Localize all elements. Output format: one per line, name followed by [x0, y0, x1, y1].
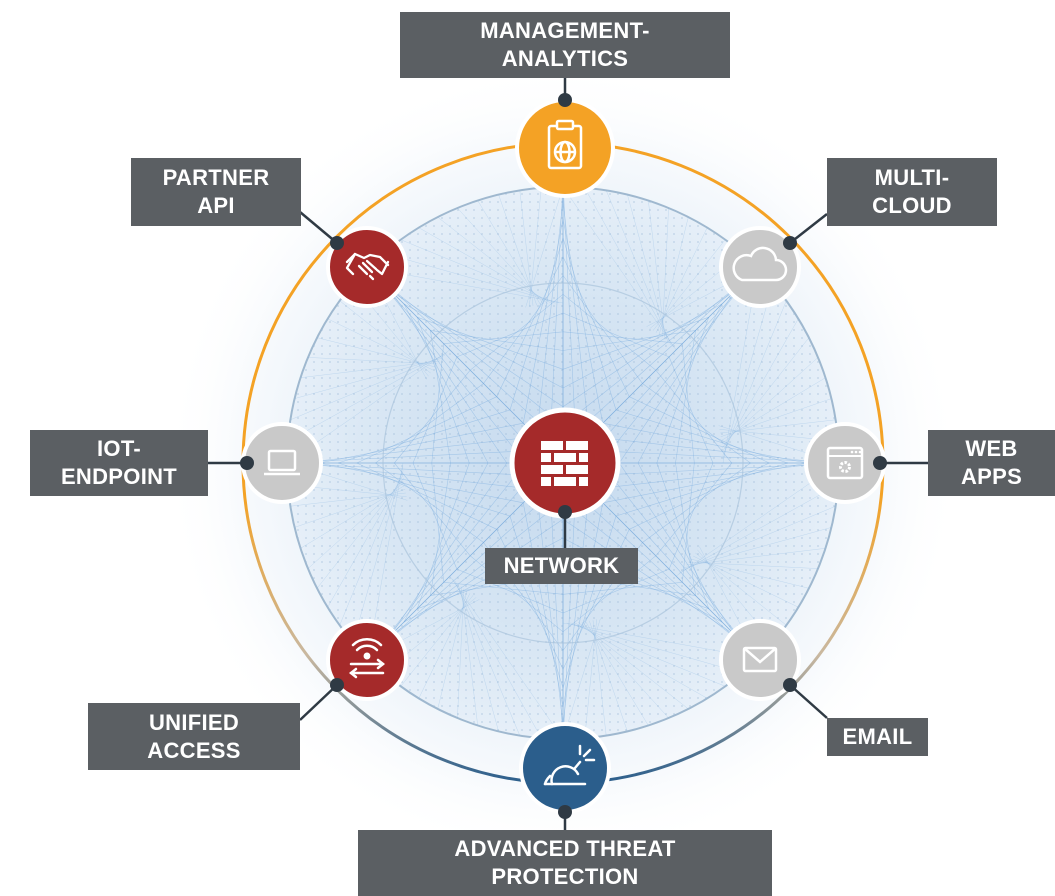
email-node[interactable]: [719, 619, 801, 701]
unified-access-node[interactable]: [326, 619, 408, 701]
network-node[interactable]: [509, 407, 621, 519]
browser-gear-icon: [826, 446, 864, 480]
label-line: UNIFIED: [148, 709, 240, 735]
partner-api-node[interactable]: [326, 226, 408, 308]
web-apps-node[interactable]: [804, 422, 886, 504]
label-multi-cloud: MULTI- CLOUD: [827, 158, 997, 226]
label-line: ANALYTICS: [501, 46, 629, 71]
wifi-arrows-icon: [348, 638, 386, 679]
label-network: NETWORK: [485, 548, 638, 584]
envelope-icon: [742, 646, 778, 673]
label-line: CLOUD: [872, 193, 952, 218]
label-advanced-threat: ADVANCED THREAT PROTECTION: [358, 830, 772, 896]
management-analytics-node[interactable]: [515, 98, 615, 198]
label-line: API: [197, 193, 235, 218]
label-line: PARTNER: [162, 165, 270, 190]
clipboard-globe-icon: [547, 119, 583, 170]
label-line: PROTECTION: [491, 864, 639, 889]
label-line: EMAIL: [842, 724, 913, 749]
connector-lines: [208, 78, 928, 830]
label-management-analytics: MANAGEMENT- ANALYTICS: [400, 12, 730, 78]
string-art: [287, 187, 839, 739]
label-line: WEB: [965, 436, 1018, 461]
label-unified-access: UNIFIED ACCESS: [88, 703, 300, 770]
handshake-icon: [345, 252, 390, 281]
label-partner-api: PARTNER API: [131, 158, 301, 226]
connector-dots: [240, 93, 887, 819]
label-line: IOT-: [97, 436, 141, 461]
label-line: MANAGEMENT-: [480, 18, 650, 43]
inner-ring: [382, 282, 744, 644]
label-line: ADVANCED THREAT: [454, 836, 676, 861]
label-line: APPS: [960, 464, 1023, 489]
label-web-apps: WEB APPS: [928, 430, 1055, 496]
iot-endpoint-node[interactable]: [241, 422, 323, 504]
laptop-icon: [264, 449, 300, 476]
label-email: EMAIL: [827, 718, 928, 756]
label-line: NETWORK: [503, 553, 620, 578]
cloud-icon: [732, 246, 788, 282]
label-iot-endpoint: IOT- ENDPOINT: [30, 430, 208, 496]
firewall-icon: [541, 441, 588, 486]
label-line: MULTI-: [874, 165, 950, 190]
bomb-icon: [543, 744, 596, 786]
multi-cloud-node[interactable]: [719, 226, 801, 308]
label-line: ENDPOINT: [60, 464, 178, 489]
label-line: ACCESS: [147, 737, 241, 763]
advanced-threat-node[interactable]: [519, 722, 611, 814]
